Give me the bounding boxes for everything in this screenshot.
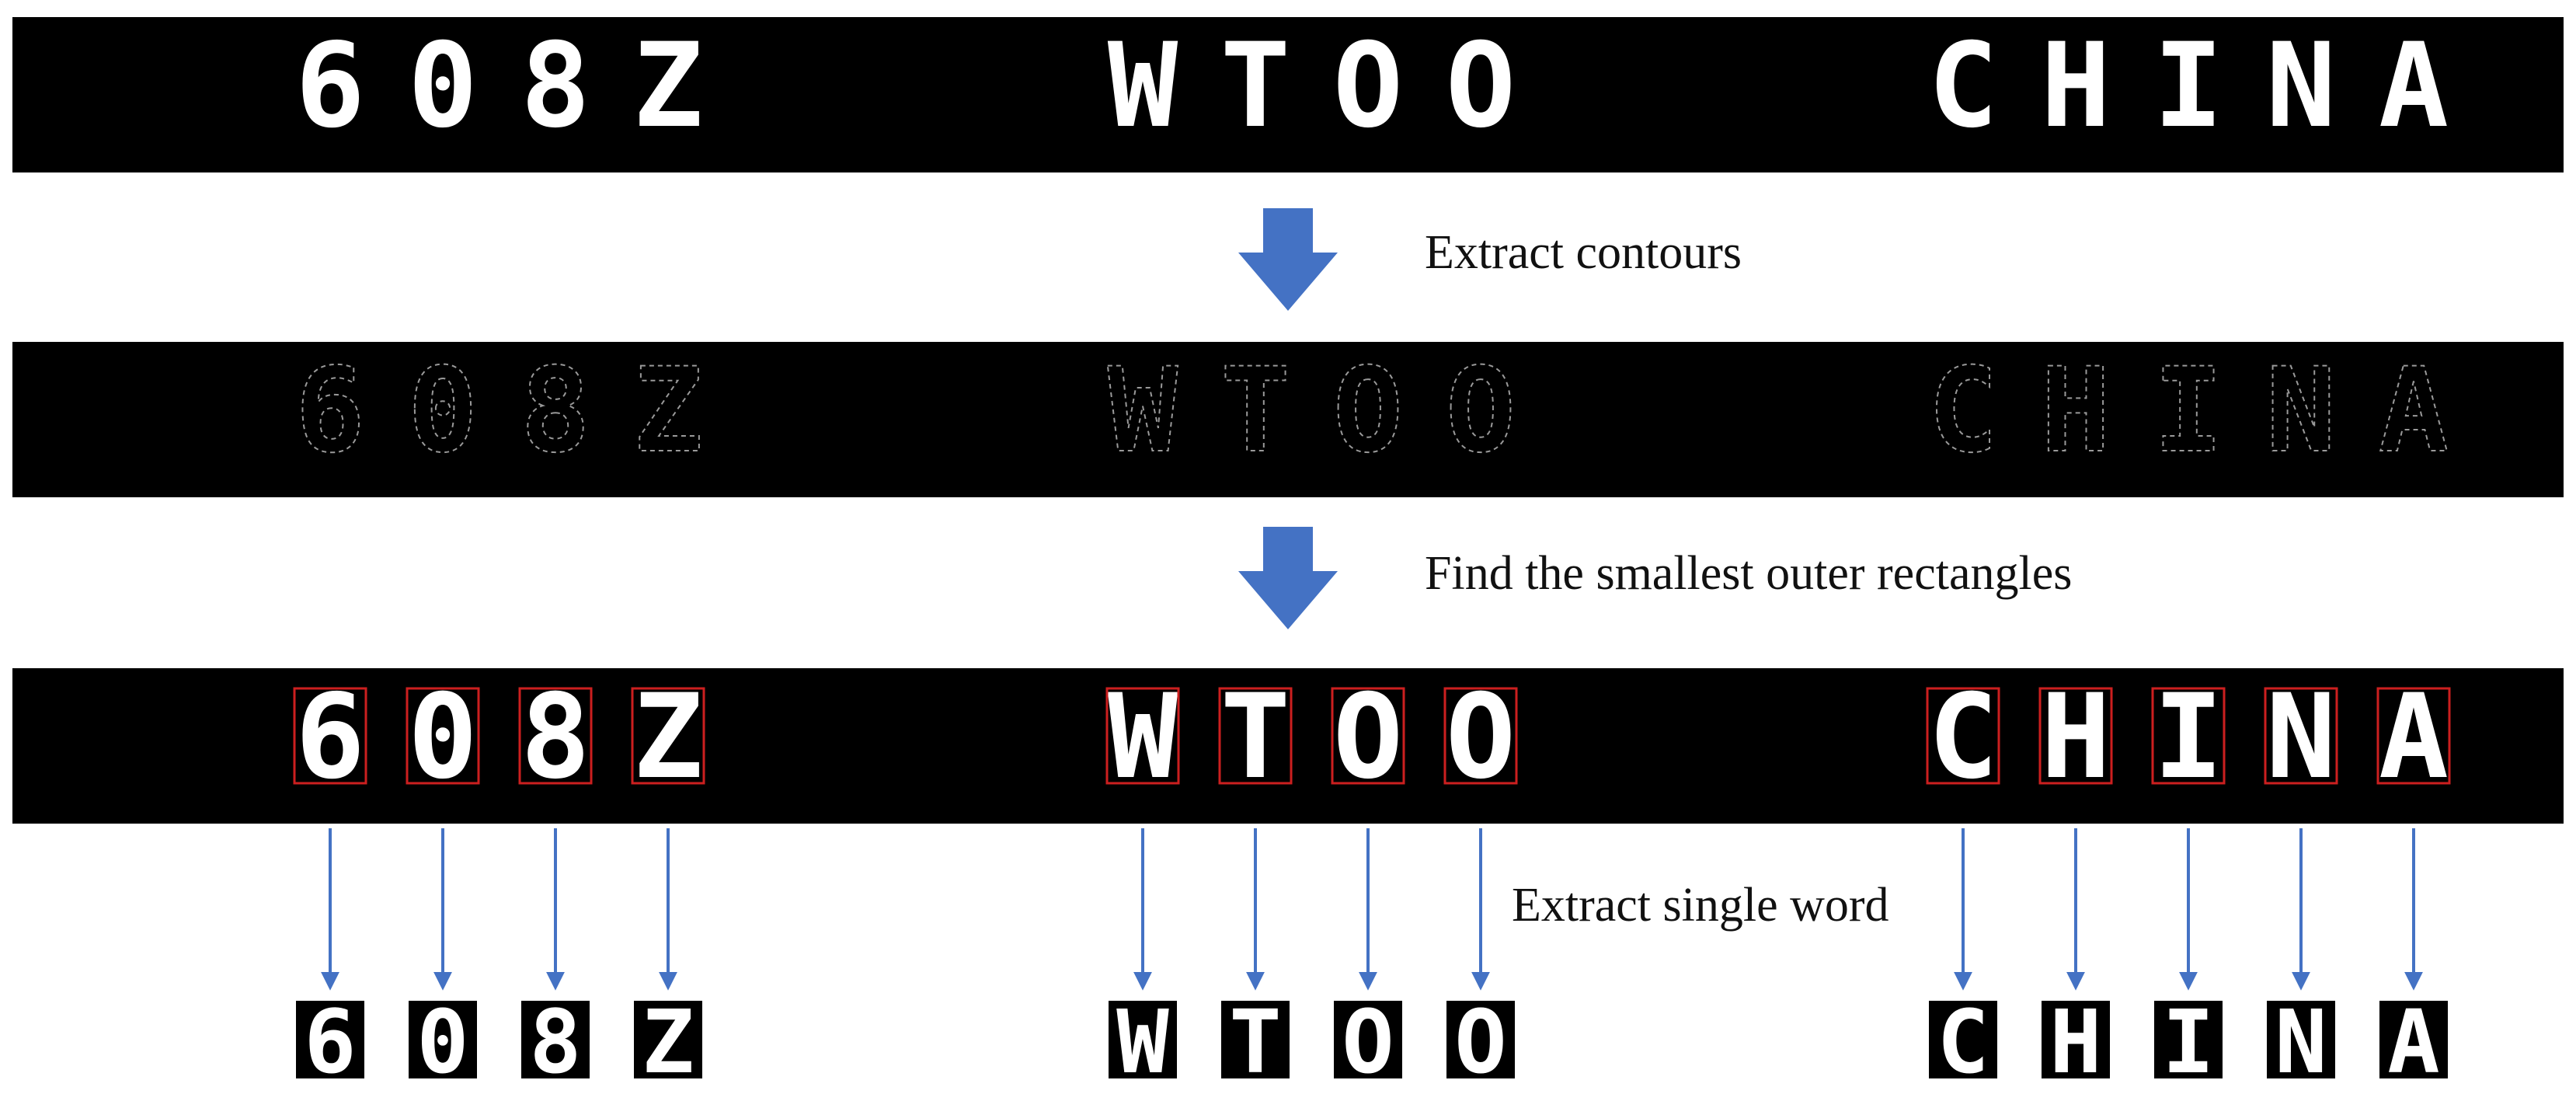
contour-char: 6 bbox=[295, 343, 365, 479]
boxed-char: C bbox=[1928, 670, 1998, 805]
plate-char: T bbox=[1220, 19, 1290, 154]
plate-char: N bbox=[2266, 19, 2336, 154]
plate-char: C bbox=[1928, 19, 1998, 154]
plate-char: H bbox=[2041, 19, 2111, 154]
boxed-char: I bbox=[2153, 670, 2223, 805]
contour-char: W bbox=[1108, 343, 1178, 479]
extracted-char: 6 bbox=[304, 992, 356, 1093]
extracted-char: W bbox=[1116, 992, 1169, 1093]
step-label-find-rectangles: Find the smallest outer rectangles bbox=[1425, 547, 2072, 600]
extracted-char: N bbox=[2275, 992, 2327, 1093]
contour-char: 0 bbox=[408, 343, 478, 479]
plate-char: O bbox=[1333, 19, 1403, 154]
boxed-char: 8 bbox=[520, 670, 590, 805]
boxed-char: O bbox=[1446, 670, 1516, 805]
contour-char: 8 bbox=[520, 343, 590, 479]
extracted-char: O bbox=[1342, 992, 1394, 1093]
block-arrow-down-icon bbox=[1238, 527, 1338, 629]
extracted-char-tile bbox=[1221, 1001, 1290, 1078]
boxed-char: 6 bbox=[295, 670, 365, 805]
contour-char: O bbox=[1333, 343, 1403, 479]
bounding-box bbox=[1218, 687, 1293, 785]
bounding-box bbox=[631, 687, 705, 785]
boxed-char: T bbox=[1220, 670, 1290, 805]
contour-char: C bbox=[1928, 343, 1998, 479]
plate-char: W bbox=[1108, 19, 1178, 154]
extracted-char-tile bbox=[2042, 1001, 2110, 1078]
extracted-char: Z bbox=[642, 992, 694, 1093]
extracted-char-tile bbox=[409, 1001, 477, 1078]
extracted-char: I bbox=[2162, 992, 2214, 1093]
bounding-box bbox=[1926, 687, 2000, 785]
boxed-char: W bbox=[1108, 670, 1178, 805]
extracted-char: T bbox=[1229, 992, 1281, 1093]
plate-char: O bbox=[1446, 19, 1516, 154]
extracted-char-tile bbox=[634, 1001, 702, 1078]
plate-char: 0 bbox=[408, 19, 478, 154]
extracted-char-tile bbox=[1929, 1001, 1997, 1078]
bounding-box bbox=[2151, 687, 2226, 785]
extracted-char-tile bbox=[1446, 1001, 1515, 1078]
extracted-char: C bbox=[1937, 992, 1989, 1093]
bounding-box bbox=[2264, 687, 2338, 785]
bounding-box bbox=[406, 687, 480, 785]
bounding-box bbox=[1443, 687, 1518, 785]
extracted-char-tile bbox=[296, 1001, 364, 1078]
contour-char: O bbox=[1446, 343, 1516, 479]
step-label-extract-contours: Extract contours bbox=[1425, 226, 1742, 279]
extracted-char-tile bbox=[2154, 1001, 2223, 1078]
extracted-char-tile bbox=[2379, 1001, 2448, 1078]
plate-char: 6 bbox=[295, 19, 365, 154]
bounding-box bbox=[2038, 687, 2113, 785]
boxed-plate-band bbox=[12, 668, 2564, 824]
original-plate-band bbox=[12, 17, 2564, 172]
extracted-char-tile bbox=[2267, 1001, 2335, 1078]
plate-char: Z bbox=[633, 19, 703, 154]
contour-plate-band bbox=[12, 342, 2564, 497]
contour-char: Z bbox=[633, 343, 703, 479]
contour-char: T bbox=[1220, 343, 1290, 479]
extracted-char: 8 bbox=[529, 992, 581, 1093]
boxed-char: Z bbox=[633, 670, 703, 805]
extracted-char: A bbox=[2387, 992, 2439, 1093]
boxed-char: A bbox=[2379, 670, 2449, 805]
contour-char: I bbox=[2153, 343, 2223, 479]
extracted-char-tile bbox=[521, 1001, 590, 1078]
extracted-char: 0 bbox=[416, 992, 468, 1093]
extracted-char: H bbox=[2049, 992, 2101, 1093]
bounding-box bbox=[1331, 687, 1405, 785]
bounding-box bbox=[2376, 687, 2451, 785]
step-label-extract-word: Extract single word bbox=[1512, 879, 1889, 932]
plate-char: 8 bbox=[520, 19, 590, 154]
extracted-char-tile bbox=[1334, 1001, 1402, 1078]
boxed-char: N bbox=[2266, 670, 2336, 805]
boxed-char: H bbox=[2041, 670, 2111, 805]
plate-char: I bbox=[2153, 19, 2223, 154]
contour-char: N bbox=[2266, 343, 2336, 479]
boxed-char: 0 bbox=[408, 670, 478, 805]
block-arrow-down-icon bbox=[1238, 208, 1338, 311]
extracted-char: O bbox=[1454, 992, 1506, 1093]
extracted-char-tile bbox=[1109, 1001, 1177, 1078]
contour-char: H bbox=[2041, 343, 2111, 479]
plate-char: A bbox=[2379, 19, 2449, 154]
bounding-box bbox=[1105, 687, 1180, 785]
boxed-char: O bbox=[1333, 670, 1403, 805]
contour-char: A bbox=[2379, 343, 2449, 479]
extraction-arrows bbox=[321, 828, 2423, 991]
bounding-box bbox=[293, 687, 367, 785]
bounding-box bbox=[518, 687, 593, 785]
